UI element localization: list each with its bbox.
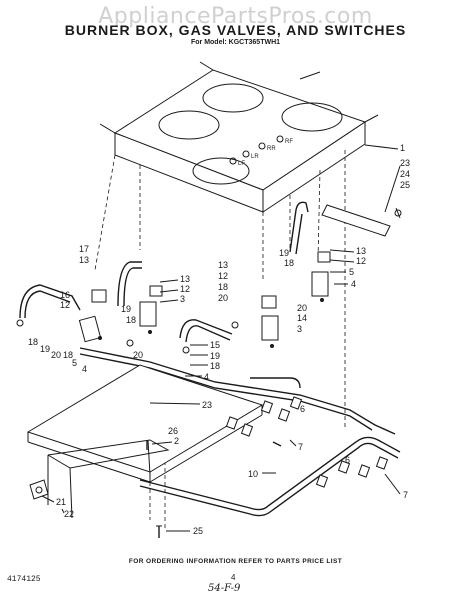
callout-22: 22 xyxy=(64,509,74,519)
document-id: 4174125 xyxy=(7,575,41,584)
callout-15: 15 xyxy=(210,340,220,350)
control-label-rf: RF xyxy=(285,139,293,145)
control-label-rr: RR xyxy=(267,146,276,152)
handwritten-note: 54-F-9 xyxy=(208,583,241,594)
callout-6: 6 xyxy=(300,404,305,414)
callout-19: 19 xyxy=(279,248,289,258)
callout-18-f: 18 xyxy=(210,361,220,371)
gas-valves xyxy=(16,251,331,354)
callout-18-b: 18 xyxy=(218,282,228,292)
callout-17: 17 xyxy=(79,244,89,254)
igniter-switches xyxy=(225,396,389,488)
callout-7-b: 7 xyxy=(403,490,408,500)
burner-pan xyxy=(26,364,264,483)
lower-bracket xyxy=(29,439,170,519)
callout-20: 20 xyxy=(297,303,307,313)
callout-20-d: 20 xyxy=(51,350,61,360)
callout-12: 12 xyxy=(356,256,366,266)
model-number: For Model: KGCT365TWH1 xyxy=(190,39,281,46)
callout-6-b: 6 xyxy=(345,455,350,465)
callout-labels: 1 23 24 25 13 12 5 4 19 18 20 14 3 13 12… xyxy=(28,143,410,536)
callout-13-c: 13 xyxy=(79,255,89,265)
callout-12-c: 12 xyxy=(60,300,70,310)
callout-18-e: 18 xyxy=(63,350,73,360)
control-label-lr: LR xyxy=(251,154,259,160)
assembly-guide-lines xyxy=(94,150,346,530)
diagram-title: BURNER BOX, GAS VALVES, AND SWITCHES xyxy=(64,22,407,38)
callout-10: 10 xyxy=(248,469,258,479)
callout-4: 4 xyxy=(351,279,356,289)
callout-12-d: 12 xyxy=(180,284,190,294)
screws xyxy=(146,440,282,538)
callout-2: 2 xyxy=(174,436,179,446)
callout-12-b: 12 xyxy=(218,271,228,281)
callout-1: 1 xyxy=(400,143,405,153)
callout-18: 18 xyxy=(284,258,294,268)
page-number: 4 xyxy=(231,573,236,582)
gas-tubes xyxy=(19,201,309,343)
callout-20-b: 20 xyxy=(218,293,228,303)
callout-3-b: 3 xyxy=(180,294,185,304)
callout-14: 14 xyxy=(297,313,307,323)
cooktop-panel xyxy=(99,61,379,213)
callout-7: 7 xyxy=(298,442,303,452)
callout-21: 21 xyxy=(56,497,66,507)
callout-26: 26 xyxy=(168,426,178,436)
trim-strip xyxy=(321,204,402,237)
callout-25: 25 xyxy=(400,180,410,190)
callout-4-b: 4 xyxy=(82,364,87,374)
callout-13: 13 xyxy=(356,246,366,256)
callout-19-c: 19 xyxy=(40,344,50,354)
callout-23: 23 xyxy=(400,158,410,168)
callout-18-c: 18 xyxy=(126,315,136,325)
control-label-lf: LF xyxy=(238,161,245,167)
callout-19-d: 19 xyxy=(210,351,220,361)
callout-16: 16 xyxy=(60,290,70,300)
callout-5: 5 xyxy=(349,267,354,277)
ordering-note: FOR ORDERING INFORMATION REFER TO PARTS … xyxy=(128,558,343,565)
callout-23-b: 23 xyxy=(202,400,212,410)
watermark: AppliancePartsPros.com xyxy=(98,4,373,29)
gas-manifold xyxy=(79,347,401,517)
callout-13-d: 13 xyxy=(180,274,190,284)
callout-24: 24 xyxy=(400,169,410,179)
callout-19-b: 19 xyxy=(121,304,131,314)
callout-13-b: 13 xyxy=(218,260,228,270)
callout-25-b: 25 xyxy=(193,526,203,536)
callout-18-d: 18 xyxy=(28,337,38,347)
callout-5-b: 5 xyxy=(72,358,77,368)
callout-20-c: 20 xyxy=(133,350,143,360)
control-knob-symbols: RF RR LR LF xyxy=(229,135,293,167)
callout-3: 3 xyxy=(297,324,302,334)
callout-4-c: 4 xyxy=(204,372,209,382)
